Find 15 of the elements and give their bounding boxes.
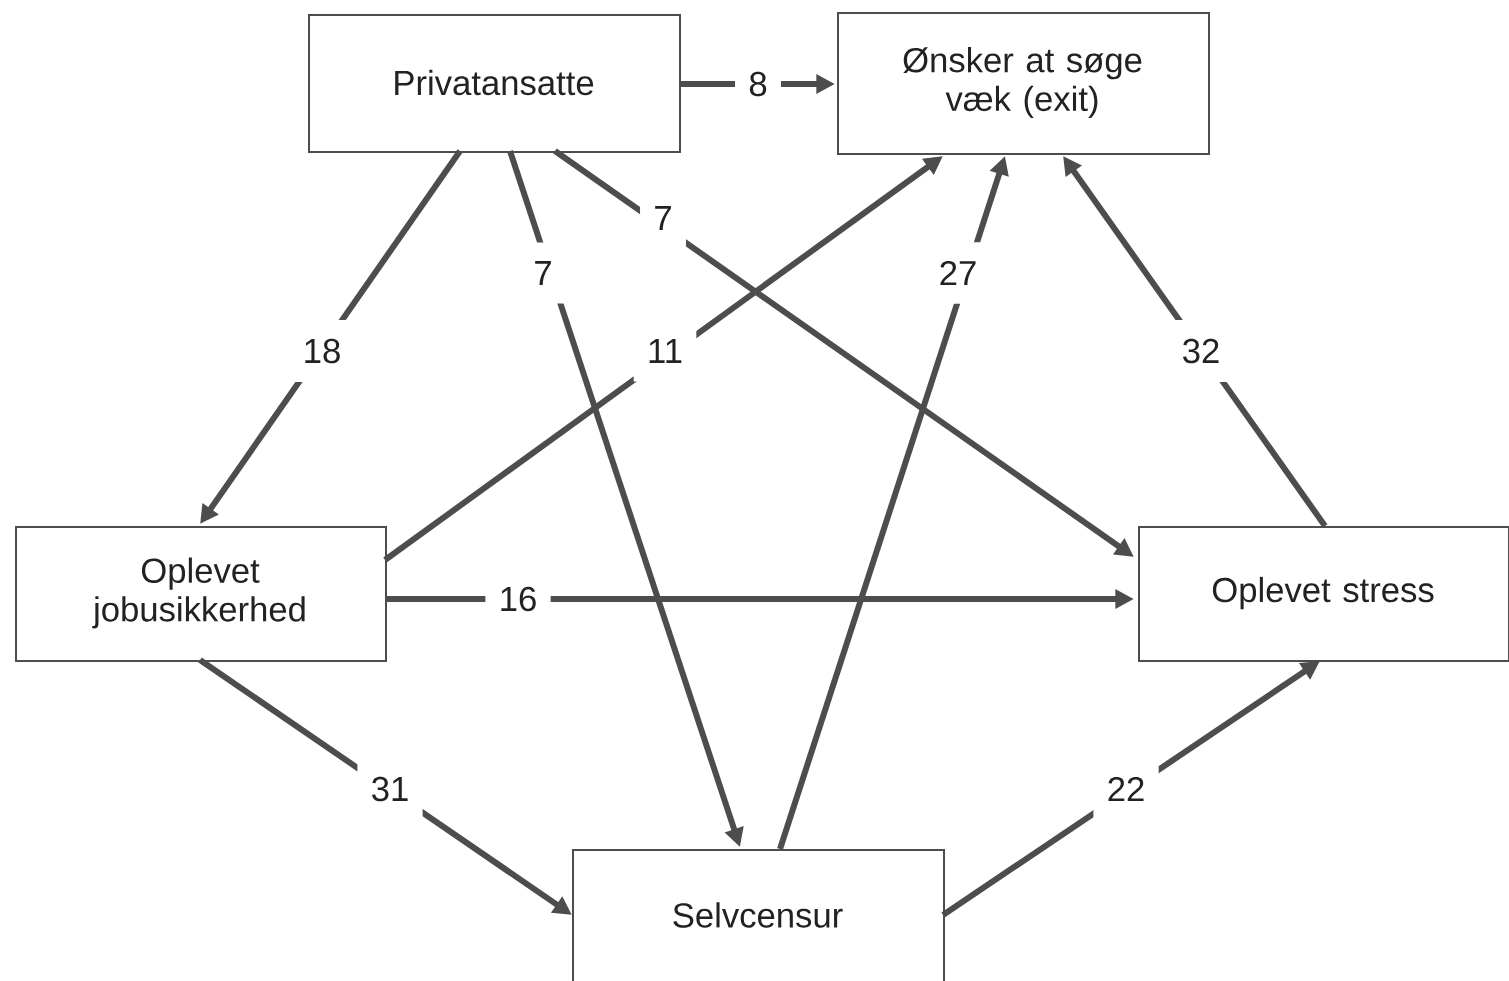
box: Selvcensur [572,849,945,981]
edge-label: 31 [357,758,423,820]
edge-label: 16 [485,568,551,630]
edge-label: 11 [633,320,697,382]
edge-label: 22 [1093,758,1159,820]
edge-label: 7 [520,242,566,304]
box: Oplevet jobusikkerhed [15,526,387,662]
edge-label: 32 [1168,320,1234,382]
edge-label: 18 [289,320,355,382]
edge-label: 8 [735,53,781,115]
box: Privatansatte [308,14,681,153]
box: Oplevet stress [1138,526,1509,662]
edge-label: 27 [925,242,991,304]
edge-label: 7 [640,187,686,249]
box: Ønsker at søge væk (exit) [837,12,1210,155]
